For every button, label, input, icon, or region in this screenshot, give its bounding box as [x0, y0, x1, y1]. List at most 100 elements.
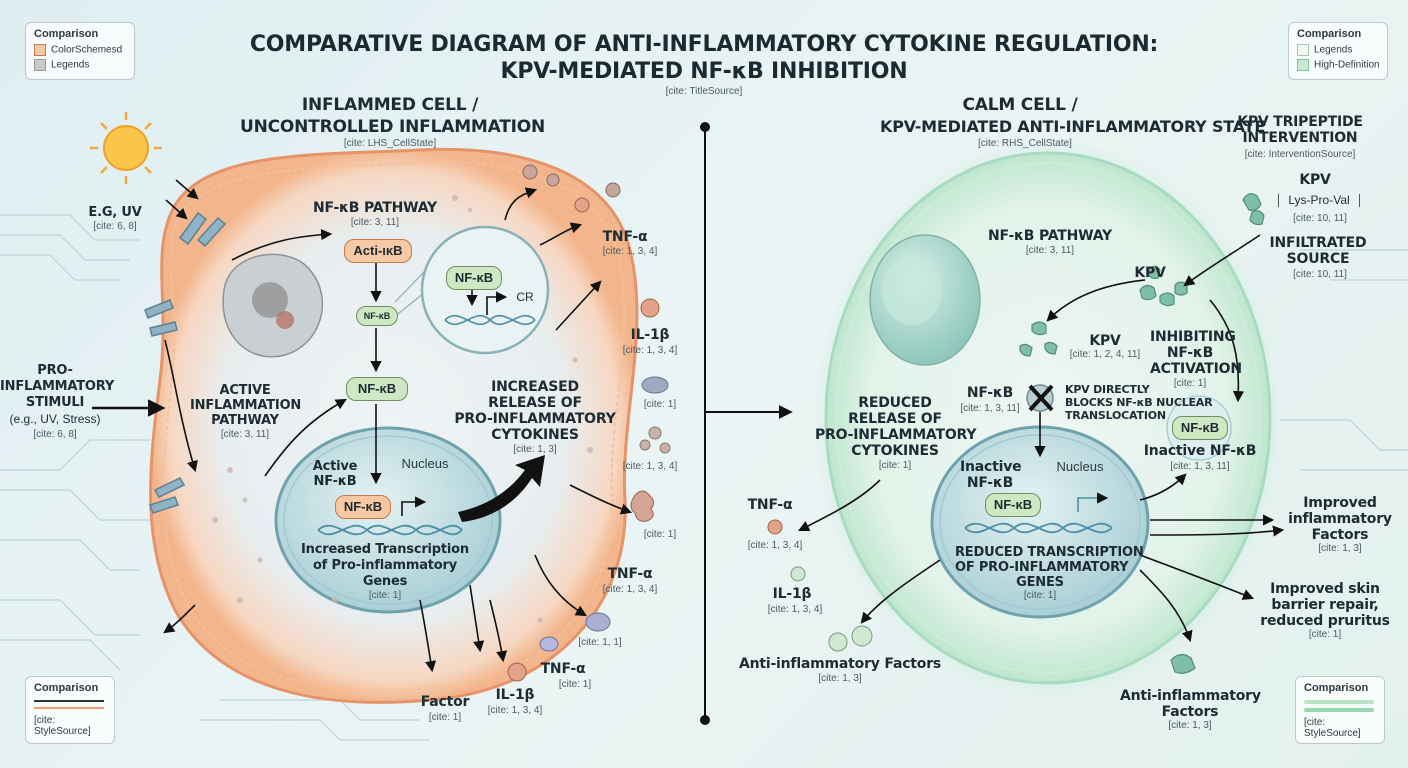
intervention-line2: INTERVENTION [1242, 130, 1358, 146]
rtrans-line3: GENES [1016, 575, 1064, 590]
active-nfkb-line2: NF-κB [313, 474, 357, 489]
inactive-left-line1: Inactive [960, 459, 1022, 475]
dna-helix-icon [317, 524, 463, 536]
blocks-line1: KPV DIRECTLY [1065, 383, 1150, 396]
infiltrated-line2: SOURCE [1286, 251, 1350, 267]
left-heading-2: UNCONTROLLED INFLAMMATION [240, 117, 546, 137]
legend-header: Comparison [1297, 28, 1362, 40]
left-heading-cite: [cite: LHS_CellState] [343, 138, 437, 149]
right-il1-label: IL-1β [772, 586, 812, 602]
right-nucleus-label: Nucleus [1056, 459, 1104, 474]
big-release-arrow [458, 455, 545, 522]
out-factor-label: Factor [420, 694, 470, 710]
nfkb-mid-pill: NF-κB [346, 377, 408, 401]
nfkb-small-pill: NF-κB [356, 306, 398, 326]
kpv-mid-cite: [cite: 1, 2, 4, 11] [1069, 349, 1141, 360]
improved2-line3: reduced pruritus [1260, 613, 1390, 629]
transcription-line2: of Pro-inflammatory [312, 558, 458, 573]
out-tnf1-cite: [cite: 1, 3, 4] [602, 246, 658, 257]
cr-label: CR [516, 290, 534, 304]
legend-item: High-Definition [1314, 59, 1380, 71]
reduced-line4: CYTOKINES [851, 443, 939, 459]
right-heading-cite: [cite: RHS_CellState] [978, 138, 1072, 149]
legend-bottom-left: Comparison [cite: StyleSource] [25, 676, 115, 744]
right-pathway-cite: [cite: 3, 11] [1025, 245, 1075, 256]
stimuli-cite: [cite: 6, 8] [33, 429, 77, 440]
release-cite: [cite: 1, 3] [513, 444, 557, 455]
active-pathway-line1: ACTIVE [219, 383, 271, 398]
out-cite-3: [cite: 1] [643, 529, 677, 540]
dna-helix-icon [964, 522, 1113, 534]
inactive-right-cite: [cite: 1, 3, 11] [1170, 461, 1230, 472]
out-tnf3-label: TNF-α [540, 661, 586, 677]
stimuli-line2: INFLAMMATORY [0, 379, 115, 394]
inactive-right-label: Inactive NF-κB [1143, 443, 1257, 459]
rtrans-cite: [cite: 1] [1023, 590, 1057, 601]
active-nfkb-line1: Active [312, 459, 358, 474]
cytokine-blob-icon [767, 519, 873, 652]
release-line2: RELEASE OF [488, 395, 582, 411]
active-pathway-cite: [cite: 3, 11] [220, 429, 270, 440]
out-tnf3-cite: [cite: 1] [558, 679, 592, 690]
rtrans-line2: OF PRO-INFLAMMATORY [955, 560, 1129, 575]
out-factor-cite: [cite: 1] [428, 712, 462, 723]
legend-top-right: Comparison Legends High-Definition [1288, 22, 1388, 80]
reduced-line2: RELEASE OF [848, 411, 942, 427]
infiltrated-line1: INFILTRATED [1269, 235, 1367, 251]
improved2-line2: barrier repair, [1271, 597, 1379, 613]
lys-pro-val-label: Lys-Pro-Val [1278, 194, 1360, 207]
right-tnf-cite: [cite: 1, 3, 4] [747, 540, 803, 551]
blocks-line3: TRANSLOCATION [1065, 409, 1166, 422]
stimuli-line1: PRO- [37, 363, 73, 378]
legend-header: Comparison [34, 682, 99, 694]
intervention-line1: KPV TRIPEPTIDE [1237, 114, 1363, 130]
out-cite-2: [cite: 1, 3, 4] [622, 461, 678, 472]
left-nucleus-label: Nucleus [401, 456, 449, 471]
legend-item: Legends [1314, 44, 1353, 56]
left-pathway-title: NF-κB PATHWAY [313, 200, 437, 216]
nfkb-nucleus-pill: NF-κB [335, 495, 391, 519]
title-line2: KPV-MEDIATED NF-κB INHIBITION [500, 59, 908, 84]
receptor-icon [144, 211, 227, 514]
infiltrated-cite: [cite: 10, 11] [1293, 269, 1347, 280]
kpv-mid-label: KPV [1089, 333, 1121, 349]
reduced-line3: PRO-INFLAMMATORY [815, 427, 977, 443]
rtrans-line1: REDUCED TRANSCRIPTION [955, 545, 1144, 560]
block-x-icon [1026, 384, 1054, 412]
reduced-line1: REDUCED [858, 395, 932, 411]
right-tnf-label: TNF-α [747, 497, 793, 513]
title-cite: [cite: TitleSource] [665, 86, 743, 97]
out-il1-cite: [cite: 1, 3, 4] [622, 345, 678, 356]
active-pathway-line2: INFLAMMATION [190, 398, 302, 413]
legend-item: Legends [51, 59, 90, 71]
transcription-line1: Increased Transcription [301, 542, 469, 557]
uv-cite: [cite: 6, 8] [93, 221, 137, 232]
improved2-line1: Improved skin [1270, 581, 1380, 597]
nfkb-block-label: NF-κB [966, 385, 1014, 401]
out-tnf1-label: TNF-α [602, 229, 648, 245]
legend-top-left: Comparison ColorSchemesd Legends [25, 22, 135, 80]
title-line1: COMPARATIVE DIAGRAM OF ANTI-INFLAMMATORY… [249, 32, 1159, 57]
right-il1-cite: [cite: 1, 3, 4] [767, 604, 823, 615]
inflamed-nucleus [274, 426, 502, 614]
out-cite-1: [cite: 1] [643, 399, 677, 410]
nfkb-right-nucleus-pill: NF-κB [985, 493, 1041, 517]
left-heading-1: INFLAMMED CELL / [301, 95, 479, 115]
kpv-top-cite: [cite: 10, 11] [1293, 213, 1347, 224]
improved1-line2: inflammatory [1288, 511, 1392, 527]
anti1-cite: [cite: 1, 3] [818, 673, 862, 684]
legend-cite: [cite: StyleSource] [34, 715, 91, 737]
legend-cite: [cite: StyleSource] [1304, 717, 1361, 739]
stimuli-line3: STIMULI [25, 395, 85, 410]
inhibit-line1: INHIBITING [1150, 329, 1236, 345]
inhibit-cite: [cite: 1] [1173, 378, 1207, 389]
active-pathway-line3: PATHWAY [211, 413, 279, 428]
dna-helix-icon [444, 314, 536, 326]
nfkb-block-cite: [cite: 1, 3, 11] [960, 403, 1020, 414]
release-line4: CYTOKINES [491, 427, 579, 443]
out-il1b-cite: [cite: 1, 3, 4] [487, 705, 543, 716]
reduced-cite: [cite: 1] [878, 460, 912, 471]
left-pathway-cite: [cite: 3, 11] [350, 217, 400, 228]
